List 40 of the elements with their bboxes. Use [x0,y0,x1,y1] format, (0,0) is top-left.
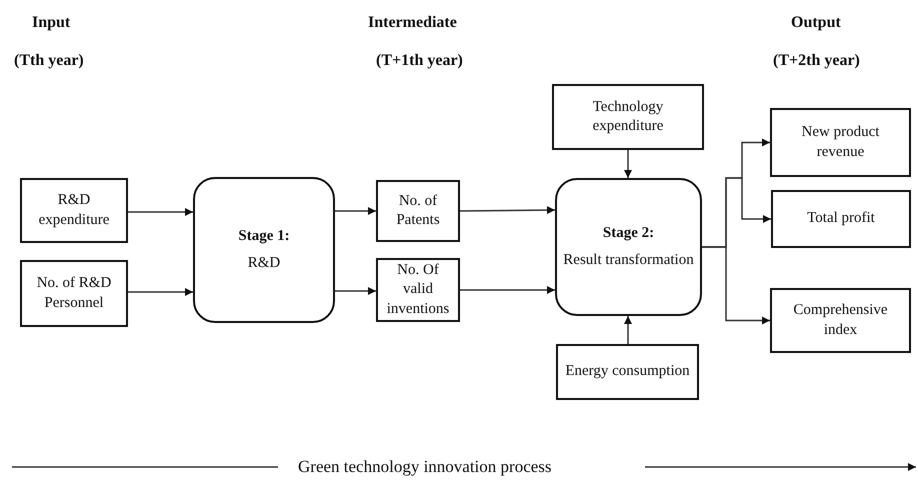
period-label: (T+2th year) [773,52,860,70]
process-box [376,180,460,242]
process-box [376,258,460,322]
arrow [460,286,555,294]
phase-heading: Intermediate [368,14,457,32]
box-label: Technology expenditure [592,98,664,136]
box-label: Result transformation [563,251,694,270]
process-box [770,288,911,353]
process-box [20,260,128,327]
phase-heading: Input [32,14,70,32]
process-box [20,178,128,243]
arrow [128,208,193,216]
box-label: No. Of valid inventions [386,260,450,319]
box-label: R&D expenditure [38,191,110,230]
box-label: Energy consumption [565,362,690,382]
arrow [128,288,193,296]
period-label: (Tth year) [14,52,84,70]
process-box [771,190,911,248]
stage-box [555,178,702,316]
box-label: Comprehensive index [792,301,889,340]
box-label: Total profit [807,209,875,228]
box-label: No. of Patents [395,192,441,230]
stage-box [193,177,335,323]
phase-heading: Output [791,14,841,32]
process-box [556,344,699,400]
process-box [552,84,704,150]
box-label: R&D [248,254,280,273]
arrow [624,150,632,178]
process-label: Green technology innovation process [298,457,552,477]
arrow [335,287,376,295]
arrow [460,206,555,214]
arrow [335,207,376,215]
process-box [770,108,911,177]
box-label: No. of R&D Personnel [36,274,112,312]
arrow [624,316,632,344]
stage-heading: Stage 2: [602,224,654,242]
box-label: New product revenue [800,123,880,162]
period-label: (T+1th year) [376,52,463,70]
arrow [702,246,770,324]
stage-heading: Stage 1: [238,226,290,246]
